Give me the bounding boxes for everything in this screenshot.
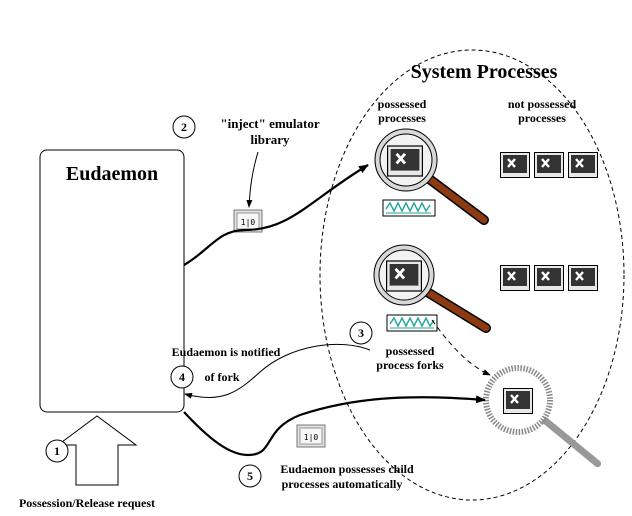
step-3-label-line2: process forks <box>376 358 444 372</box>
step-1-label: Possession/Release request <box>19 496 155 510</box>
inject-library-arrow <box>183 164 369 266</box>
not-possessed-processes-label-line2: processes <box>518 111 566 125</box>
terminal-window-icon <box>387 145 423 177</box>
step-5-label-line1: Eudaemon possesses child <box>280 462 414 476</box>
terminal-window-icon <box>386 260 422 292</box>
svg-text:4: 4 <box>179 370 185 384</box>
svg-text:1: 1 <box>54 444 60 458</box>
step-3: 3 possessed process forks <box>349 321 444 372</box>
step-2-label-line1: "inject" emulator <box>220 116 319 131</box>
svg-text:3: 3 <box>358 326 364 340</box>
inject-label-arrow <box>246 151 259 208</box>
possession-request-arrow <box>56 415 138 486</box>
possessed-processes-label-line2: processes <box>378 111 426 125</box>
step-5: 5 Eudaemon possesses child processes aut… <box>238 462 414 491</box>
step-4: 4 Eudaemon is notified of fork <box>170 345 281 389</box>
svg-text:1|0: 1|0 <box>304 433 319 442</box>
terminal-window-icon <box>500 152 530 178</box>
waveform-icon <box>382 199 436 217</box>
svg-text:1|0: 1|0 <box>241 218 256 227</box>
step-3-label-line1: possessed <box>386 344 435 358</box>
waveform-icon <box>386 314 438 332</box>
system-processes-ellipse <box>319 49 625 501</box>
terminal-window-icon <box>503 388 533 414</box>
fork-notification-arrow <box>184 343 371 399</box>
step-5-label-line2: processes automatically <box>282 477 403 491</box>
eudaemon-title: Eudaemon <box>66 163 158 185</box>
terminal-window-icon <box>500 265 530 291</box>
step-2-label-line2: library <box>251 132 290 147</box>
terminal-window-icon <box>534 152 564 178</box>
step-4-label-line1: Eudaemon is notified <box>172 345 281 359</box>
terminal-window-icon <box>534 265 564 291</box>
library-chip-icon: 1|0 <box>296 424 326 448</box>
terminal-window-icon <box>568 152 598 178</box>
eudaemon-box <box>39 149 185 413</box>
not-possessed-processes-label-line1: not possessed <box>508 97 577 111</box>
step-1: 1 Possession/Release request <box>19 439 155 510</box>
svg-text:2: 2 <box>181 120 187 134</box>
possessed-processes-label-line1: possessed <box>378 97 427 111</box>
system-processes-title: System Processes <box>411 61 558 83</box>
svg-text:5: 5 <box>247 469 253 483</box>
child-magnifier-icon <box>483 365 602 468</box>
possess-child-arrow <box>183 395 486 457</box>
step-4-label-line2: of fork <box>205 370 240 384</box>
step-2: 2 "inject" emulator library <box>172 115 320 147</box>
fork-arrow <box>431 319 491 376</box>
terminal-window-icon <box>568 265 598 291</box>
library-chip-icon: 1|0 <box>233 209 263 233</box>
